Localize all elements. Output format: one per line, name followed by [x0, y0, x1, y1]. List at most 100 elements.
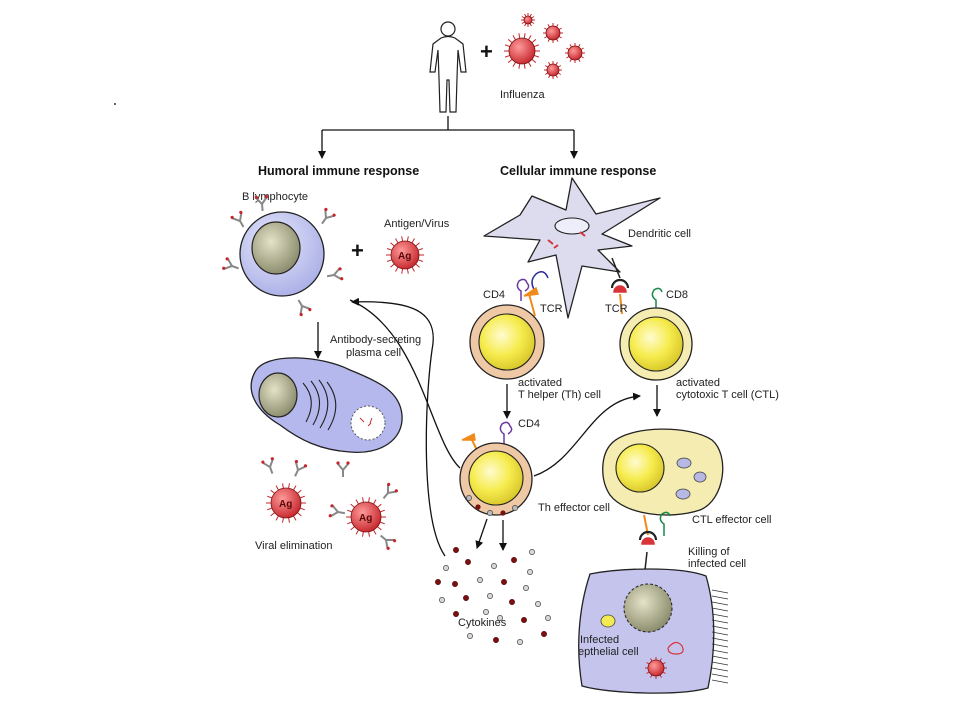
virus-particle-icon [346, 497, 386, 537]
human-figure-icon [429, 21, 467, 113]
cilium [711, 637, 729, 642]
viral-elimination-group-icon [261, 457, 398, 550]
antibody-icon [297, 299, 312, 317]
ctl-cell-label-1: activated [676, 377, 720, 389]
cytokine-dot [501, 579, 507, 585]
cytokine-dot [453, 547, 459, 553]
plus-sign-humoral: + [351, 238, 364, 263]
cytokine-dot [545, 615, 551, 621]
cd4-label-2: CD4 [518, 418, 540, 430]
infected-epithelial-cell [578, 568, 729, 694]
cytokine-dot [477, 577, 483, 583]
cd4-label-1: CD4 [483, 289, 505, 301]
virus-particle-icon [543, 23, 563, 43]
antigen-virus-icon [386, 236, 424, 274]
cilium [711, 601, 729, 606]
cilium [711, 679, 729, 684]
cilium [711, 655, 729, 660]
cytokine-dot [523, 585, 529, 591]
cytokine-dot [509, 599, 515, 605]
cilium [711, 661, 729, 666]
cilium [711, 643, 729, 648]
cytokine-dot [483, 609, 489, 615]
plus-sign: + [480, 39, 493, 64]
cytokine-arrow-1 [475, 518, 488, 549]
th-to-b-arrow [349, 299, 461, 469]
infecting-virus-icon [645, 657, 667, 679]
cilium [711, 589, 729, 594]
activated-th-cell [469, 304, 545, 380]
killing-label-1: Killing of [688, 546, 731, 558]
antigen-virus-label: Antigen/Virus [384, 218, 450, 230]
cytokine-dot [511, 557, 517, 563]
infected-cell-label-1: Infected [580, 634, 619, 646]
influenza-virus-group-icon [504, 13, 585, 79]
cilium [711, 595, 729, 600]
cytokine-dot [527, 569, 533, 575]
cytokine-dot [439, 597, 445, 603]
dendritic-cell [483, 177, 661, 319]
virus-particle-icon [544, 61, 562, 79]
antibody-group-icon [222, 194, 344, 317]
antibody-icon [294, 459, 308, 477]
th-receptor-complex [516, 271, 549, 317]
virus-particle-icon [504, 33, 540, 69]
viral-elimination-label: Viral elimination [255, 540, 332, 552]
cellular-response-heading: Cellular immune response [500, 164, 656, 178]
cytokine-dot [493, 637, 499, 643]
killing-label-2: infected cell [688, 558, 746, 570]
cytokine-dot [452, 581, 458, 587]
tcr-label-2: TCR [605, 303, 628, 315]
antibody-icon [336, 461, 350, 477]
ag-label-3: Ag [359, 513, 372, 524]
cytokine-dot [529, 549, 535, 555]
killing-synapse [638, 511, 671, 571]
cilium [711, 613, 729, 618]
cytokine-dot [517, 639, 523, 645]
branch-arrows [318, 116, 578, 159]
plasma-cell [250, 357, 403, 454]
cytokine-dot [453, 611, 459, 617]
th-effector-cell [459, 442, 533, 516]
tcr-label-1: TCR [540, 303, 563, 315]
cytokine-dots-group [435, 547, 551, 645]
antibody-icon [379, 534, 397, 550]
antibody-icon [230, 210, 245, 228]
ctl-cell-label-2: cytotoxic T cell (CTL) [676, 389, 779, 401]
cytokine-dot [443, 565, 449, 571]
cilium [711, 619, 729, 624]
cilium [711, 649, 729, 654]
dendritic-cell-label: Dendritic cell [628, 228, 691, 240]
antibody-icon [222, 257, 239, 270]
cytokine-dot [497, 615, 503, 621]
ag-label-1: Ag [398, 251, 411, 262]
virus-particle-icon [645, 657, 667, 679]
cytokine-dot [435, 579, 441, 585]
th-effector-label: Th effector cell [538, 502, 610, 514]
plasma-cell-label-2: plasma cell [346, 347, 401, 359]
ctl-receptor-complex [610, 257, 663, 315]
cytokine-dot [541, 631, 547, 637]
cilium [711, 667, 729, 672]
antibody-icon [261, 457, 274, 474]
ctl-effector-cell [602, 428, 724, 516]
b-lymphocyte-label: B lymphocyte [242, 191, 308, 203]
cytokine-to-b-arrow [351, 297, 446, 557]
activated-ctl-cell [619, 307, 693, 381]
virus-particle-icon [521, 13, 535, 27]
cytokine-dot [465, 559, 471, 565]
plasma-cell-label-1: Antibody-secreting [330, 334, 421, 346]
antibody-icon [254, 194, 268, 212]
cilium [711, 631, 729, 636]
stray-dot [114, 103, 116, 105]
cilium [711, 625, 729, 630]
cilium [711, 607, 729, 612]
th-cell-label-1: activated [518, 377, 562, 389]
antibody-icon [321, 207, 336, 225]
cytokine-dot [487, 593, 493, 599]
antibody-icon [328, 504, 346, 518]
antibody-icon [326, 267, 344, 281]
cytokine-dot [467, 633, 473, 639]
